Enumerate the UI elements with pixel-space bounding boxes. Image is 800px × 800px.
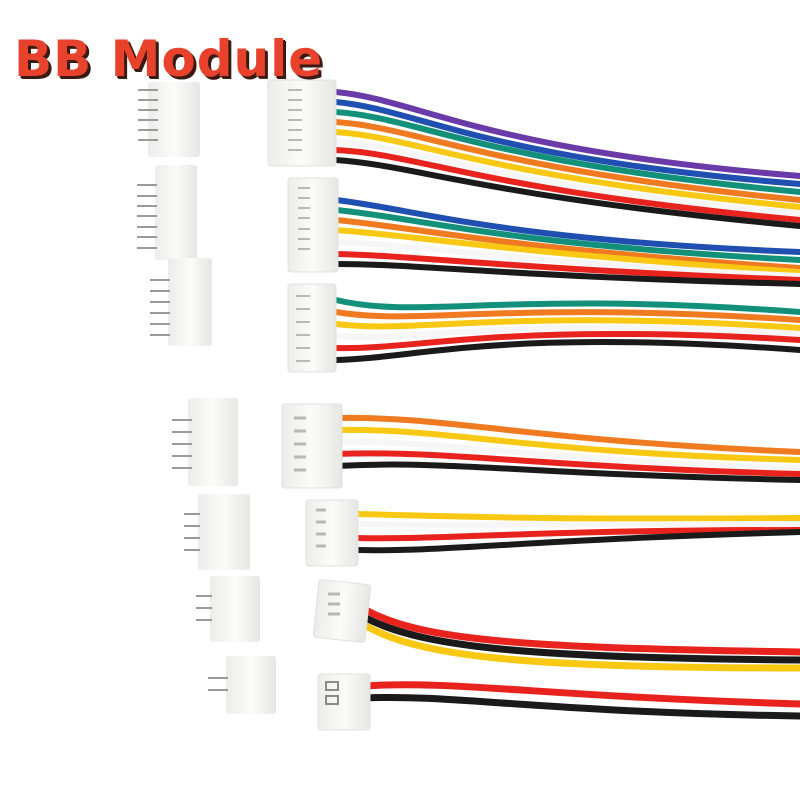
connector-row-7pin: [137, 165, 800, 287]
connector-row-5pin: [172, 398, 800, 489]
connector-row-4pin: [184, 494, 800, 570]
plug-housing: [287, 283, 337, 373]
header-housing: [155, 165, 197, 260]
product-title: BB Module: [14, 30, 324, 88]
header-housing: [226, 656, 276, 714]
plug-housing: [267, 79, 337, 167]
plug-housing: [312, 579, 372, 643]
plug-housing: [287, 177, 339, 273]
plug-housing: [281, 403, 343, 489]
connector-row-6pin: [150, 258, 800, 373]
connector-row-3pin: [196, 576, 800, 672]
connector-row-2pin: [208, 656, 800, 731]
plug-housing: [305, 499, 359, 567]
connector-row-8pin: [138, 79, 800, 229]
header-housing: [198, 494, 250, 570]
header-housing: [168, 258, 212, 346]
header-housing: [148, 82, 200, 157]
header-housing: [188, 398, 238, 486]
header-housing: [210, 576, 260, 642]
plug-housing: [317, 673, 371, 731]
